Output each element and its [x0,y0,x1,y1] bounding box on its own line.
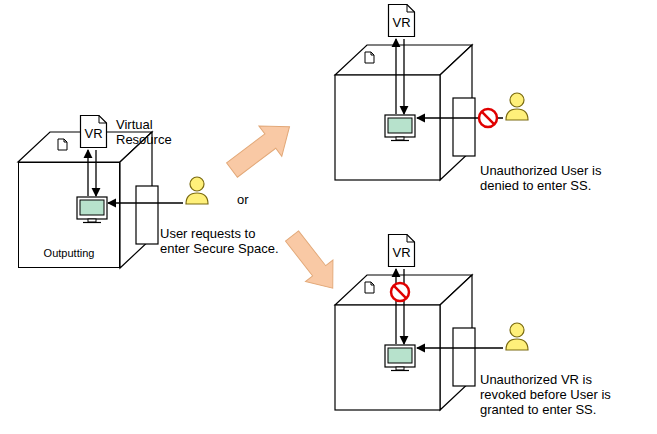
resource-document: VR [80,115,107,148]
monitor-icon [77,197,107,223]
scene-caption: User requests to enter Secure Space. [160,226,284,256]
resource-name: VR [84,126,102,141]
room-cube [335,275,475,410]
resource-name: VR [392,15,410,30]
entry-arrow [417,347,503,348]
resource-name: VR [392,245,410,260]
flow-arrow [403,269,404,344]
prohibition-sign [391,283,409,301]
user-icon [506,323,528,350]
scene-caption: Unauthorized User is denied to enter SS. [480,163,630,193]
flow-arrow [87,150,88,196]
state-text: Outputting [44,247,95,259]
flow-arrow [395,269,396,344]
resource-document: VR [388,234,415,267]
monitor-icon [385,345,415,371]
resource-document: VR [388,4,415,37]
flow-arrow [403,39,404,114]
resource-caption: Virtual Resource [116,117,180,147]
flow-arrow [95,150,96,196]
scene-caption: Unauthorized VR is revoked before User i… [480,372,626,417]
monitor-icon [385,115,415,141]
document-icon [365,282,374,293]
user-icon [186,177,208,204]
document-icon [58,139,67,150]
user-icon [506,93,528,120]
choice-arrow [221,111,301,185]
document-icon [365,52,374,63]
room-box: Outputting [18,162,120,268]
prohibition-sign [479,109,497,127]
room-cube [335,45,475,180]
room-cube [18,132,158,268]
flow-arrow [395,39,396,114]
choice-word: or [237,192,267,207]
choice-arrow [278,225,346,299]
